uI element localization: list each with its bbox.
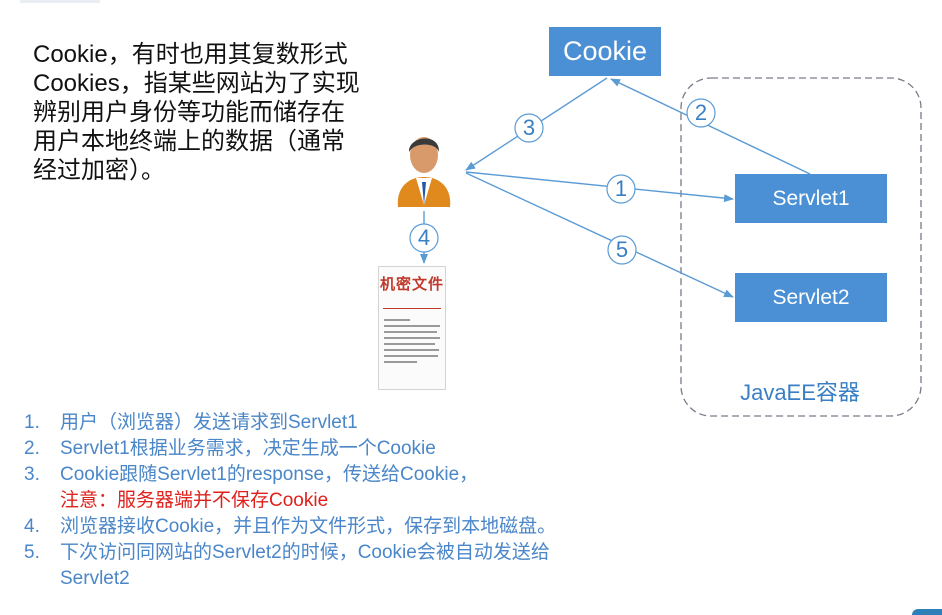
document-title: 机密文件 bbox=[379, 275, 444, 293]
servlet1-box: Servlet1 bbox=[735, 174, 887, 223]
secret-document-icon: 机密文件 bbox=[378, 266, 446, 390]
step-circle-5 bbox=[607, 235, 637, 265]
step-number-2: 2 bbox=[694, 100, 708, 125]
cookie-box: Cookie bbox=[549, 27, 661, 76]
javaee-container bbox=[680, 77, 922, 417]
step-number-4: 4 bbox=[417, 225, 431, 250]
step-circle-2 bbox=[686, 98, 716, 128]
document-divider bbox=[383, 308, 441, 309]
step-item-5: 5. 下次访问同网站的Servlet2的时候，Cookie会被自动发送给Serv… bbox=[24, 542, 550, 589]
arrow-step-5 bbox=[465, 172, 734, 298]
user-icon bbox=[397, 137, 451, 207]
step-item-3: 3. Cookie跟随Servlet1的response，传送给Cookie， … bbox=[24, 462, 564, 514]
step-number-1: 1 bbox=[614, 176, 628, 201]
step-circle-3 bbox=[514, 113, 544, 143]
javaee-container-label: JavaEE容器 bbox=[740, 380, 860, 405]
steps-list: 1. 用户（浏览器）发送请求到Servlet1 2. Servlet1根据业务需… bbox=[24, 410, 564, 592]
step-number-5: 5 bbox=[615, 237, 629, 262]
arrow-step-1 bbox=[465, 171, 734, 203]
step-circle-1 bbox=[606, 174, 636, 204]
step-item-1: 1. 用户（浏览器）发送请求到Servlet1 bbox=[24, 412, 358, 433]
step-circle-4 bbox=[409, 223, 439, 253]
step-number-3: 3 bbox=[522, 115, 536, 140]
step-item-2: 2. Servlet1根据业务需求，决定生成一个Cookie bbox=[24, 438, 436, 459]
step-item-4: 4. 浏览器接收Cookie，并且作为文件形式，保存到本地磁盘。 bbox=[24, 516, 557, 537]
intro-text: Cookie，有时也用其复数形式Cookies，指某些网站为了实现辨别用户身份等… bbox=[33, 41, 360, 184]
corner-decor bbox=[912, 609, 942, 615]
arrow-step-2 bbox=[610, 78, 811, 175]
servlet2-box: Servlet2 bbox=[735, 273, 887, 322]
warning-note: 注意：服务器端并不保存Cookie bbox=[60, 490, 329, 511]
top-decor-strip bbox=[20, 0, 100, 3]
